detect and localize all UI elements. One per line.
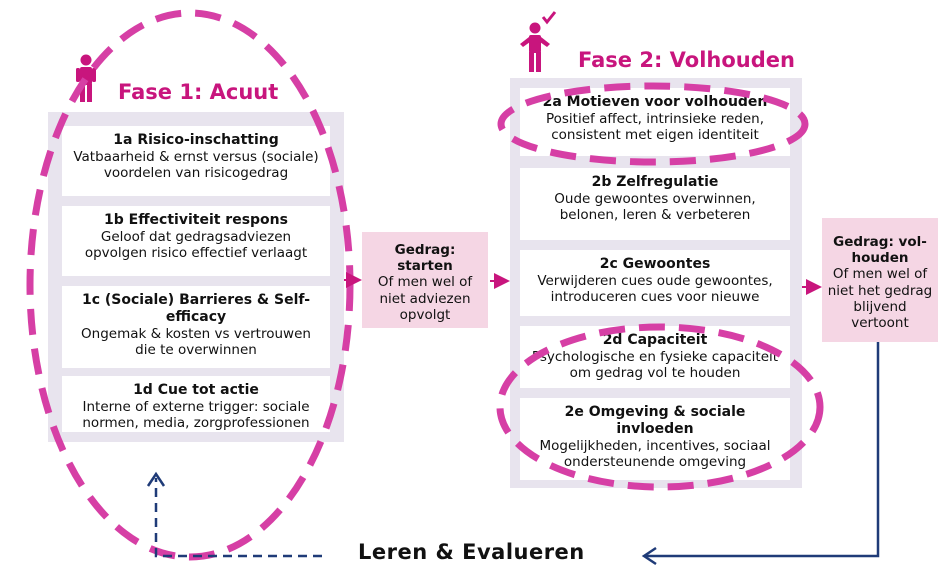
behavior-start-description: Of men wel of niet adviezen opvolgt	[377, 274, 473, 323]
box-title: 2d Capaciteit	[602, 332, 708, 348]
phase2-title: Fase 2: Volhouden	[578, 48, 795, 72]
phase2-box-2d: 2d Capaciteit Psychologische en fysieke …	[520, 326, 790, 388]
box-title: 1c (Sociale) Barrieres & Self-efficacy	[81, 292, 311, 325]
box-description: Interne of externe trigger: sociale norm…	[82, 398, 310, 431]
box-title: 1a Risico-inschatting	[113, 132, 279, 148]
phase1-box-1c: 1c (Sociale) Barrieres & Self-efficacy O…	[62, 286, 330, 368]
behavior-maintain-box: Gedrag: vol-houden Of men wel of niet he…	[822, 218, 938, 342]
box-title: 2c Gewoontes	[599, 256, 711, 272]
feedback-label: Leren & Evalueren	[358, 540, 585, 564]
box-description: Verwijderen cues oude gewoontes, introdu…	[537, 272, 773, 305]
behavior-maintain-title: Gedrag: vol-houden	[833, 234, 927, 267]
box-description: Vatbaarheid & ernst versus (sociale) voo…	[73, 148, 319, 181]
behavior-start-box: Gedrag: starten Of men wel of niet advie…	[362, 232, 488, 328]
phase2-box-2e: 2e Omgeving & sociale invloeden Mogelijk…	[520, 398, 790, 480]
box-description: Positief affect, intrinsieke reden, cons…	[545, 110, 765, 143]
phase2-box-2c: 2c Gewoontes Verwijderen cues oude gewoo…	[520, 250, 790, 316]
phase1-title: Fase 1: Acuut	[118, 80, 279, 104]
box-title: 1d Cue tot actie	[133, 382, 259, 398]
feedback-line-left	[154, 478, 322, 558]
feedback-arrowhead-right	[641, 546, 657, 566]
behavior-maintain-description: Of men wel of niet het gedrag blijvend v…	[827, 266, 933, 331]
box-title: 2a Motieven voor volhouden	[542, 94, 768, 110]
box-title: 2e Omgeving & sociale invloeden	[564, 404, 746, 437]
phase2-box-2a: 2a Motieven voor volhouden Positief affe…	[520, 88, 790, 156]
box-description: Geloof dat gedragsadviezen opvolgen risi…	[84, 228, 308, 261]
phase2-box-2b: 2b Zelfregulatie Oude gewoontes overwinn…	[520, 168, 790, 240]
feedback-arrowhead-left	[146, 471, 166, 487]
phase1-box-1d: 1d Cue tot actie Interne of externe trig…	[62, 376, 330, 432]
phase1-box-1b: 1b Effectiviteit respons Geloof dat gedr…	[62, 206, 330, 276]
box-description: Oude gewoontes overwinnen, belonen, lere…	[554, 190, 756, 223]
box-title: 2b Zelfregulatie	[591, 174, 719, 190]
behavior-start-title: Gedrag: starten	[394, 242, 456, 275]
box-title: 1b Effectiviteit respons	[104, 212, 288, 228]
box-description: Psychologische en fysieke capaciteit om …	[531, 348, 779, 381]
box-description: Ongemak & kosten vs vertrouwen die te ov…	[81, 325, 311, 358]
phase1-box-1a: 1a Risico-inschatting Vatbaarheid & erns…	[62, 126, 330, 196]
box-description: Mogelijkheden, incentives, sociaal onder…	[539, 437, 771, 470]
